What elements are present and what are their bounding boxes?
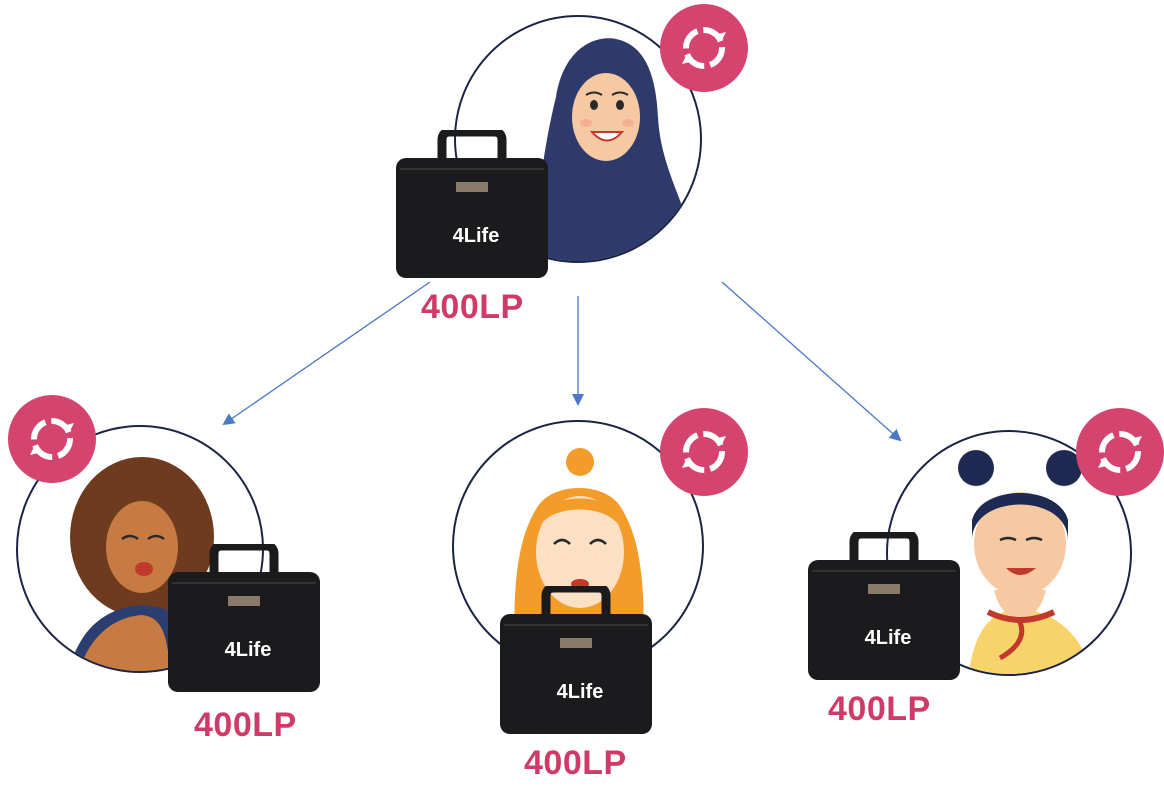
bag-brand-text: 4Life: [865, 627, 912, 649]
woman-hair-buns-avatar: [958, 450, 1092, 674]
laptop-bag: 4Life: [390, 130, 554, 282]
refresh-icon: [1098, 431, 1142, 473]
bag-brand-text: 4Life: [453, 225, 500, 247]
points-label: 400LP: [828, 690, 931, 728]
woman-hijab-avatar: [517, 38, 700, 261]
arrow-to-right: [721, 281, 902, 442]
bag-brand-text: 4Life: [225, 639, 272, 661]
laptop-bag: 4Life: [802, 532, 966, 684]
refresh-badge[interactable]: [660, 4, 748, 92]
laptop-bag: 4Life: [494, 586, 658, 738]
refresh-icon: [682, 431, 726, 473]
refresh-icon: [682, 27, 726, 69]
points-label: 400LP: [524, 744, 627, 782]
arrow-to-left: [222, 281, 431, 426]
points-label: 400LP: [194, 706, 297, 744]
points-label: 400LP: [421, 288, 524, 326]
laptop-bag: 4Life: [162, 544, 326, 696]
refresh-badge[interactable]: [8, 395, 96, 483]
bag-brand-text: 4Life: [557, 681, 604, 703]
refresh-badge[interactable]: [660, 408, 748, 496]
refresh-icon: [30, 418, 74, 460]
refresh-badge[interactable]: [1076, 408, 1164, 496]
